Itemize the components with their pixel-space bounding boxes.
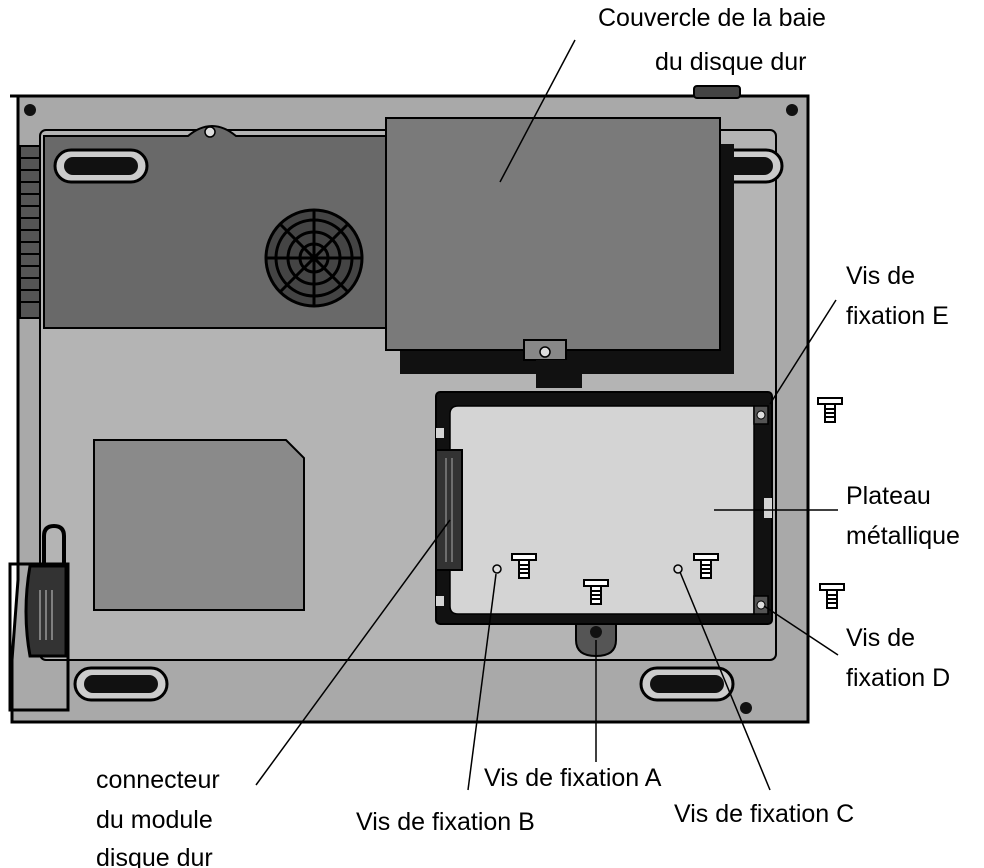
security-latch <box>8 523 70 712</box>
label-connector-3: disque dur <box>96 844 213 868</box>
label-tray-1: Plateau <box>846 482 931 510</box>
screw-hole-top-left <box>24 104 36 116</box>
leader-screw-c <box>679 571 771 791</box>
leader-connector <box>255 519 451 786</box>
label-screw-a: Vis de fixation A <box>484 764 662 792</box>
hdd-cover-screw-icon <box>539 346 551 358</box>
label-connector-2: du module <box>96 806 213 834</box>
hdd-cover-tab-base <box>536 360 582 388</box>
screw-hole-top-right <box>786 104 798 116</box>
label-hdd-cover-1: Couvercle de la baie <box>598 4 826 32</box>
label-tray-2: métallique <box>846 522 960 550</box>
leader-screw-d <box>763 605 839 656</box>
memory-panel <box>93 439 305 611</box>
screw-b-hole-icon <box>492 564 502 574</box>
leader-hdd-cover <box>499 39 576 183</box>
rubber-foot-top-left <box>53 148 149 184</box>
hdd-connector <box>435 449 463 571</box>
rubber-foot-bottom-right <box>639 666 735 702</box>
screw-e-hole-icon <box>756 410 766 420</box>
label-screw-e-2: fixation E <box>846 302 949 330</box>
screw-hole-bottom-right <box>740 702 752 714</box>
fan-panel-screw <box>204 126 216 138</box>
label-screw-d-1: Vis de <box>846 624 915 652</box>
side-vent <box>19 145 43 319</box>
label-connector-1: connecteur <box>96 766 220 794</box>
screw-icon-a <box>583 579 609 605</box>
screw-icon-d <box>819 583 845 609</box>
label-screw-e-1: Vis de <box>846 262 915 290</box>
screw-d-hole-icon <box>756 600 766 610</box>
screw-a-hole-icon <box>590 626 602 638</box>
label-screw-b: Vis de fixation B <box>356 808 535 836</box>
screw-c-hole-icon <box>673 564 683 574</box>
tray-notches <box>436 428 772 606</box>
screw-icon-c <box>693 553 719 579</box>
hdd-bay-cover <box>385 117 721 351</box>
leader-screw-b <box>467 573 497 791</box>
leader-screw-e <box>769 299 837 405</box>
screw-icon-e <box>817 397 843 423</box>
label-hdd-cover-2: du disque dur <box>655 48 807 76</box>
fan-icon <box>264 208 364 308</box>
screw-icon-b <box>511 553 537 579</box>
label-screw-d-2: fixation D <box>846 664 950 692</box>
label-screw-c: Vis de fixation C <box>674 800 854 828</box>
rubber-foot-bottom-left <box>73 666 169 702</box>
latch <box>693 85 741 99</box>
